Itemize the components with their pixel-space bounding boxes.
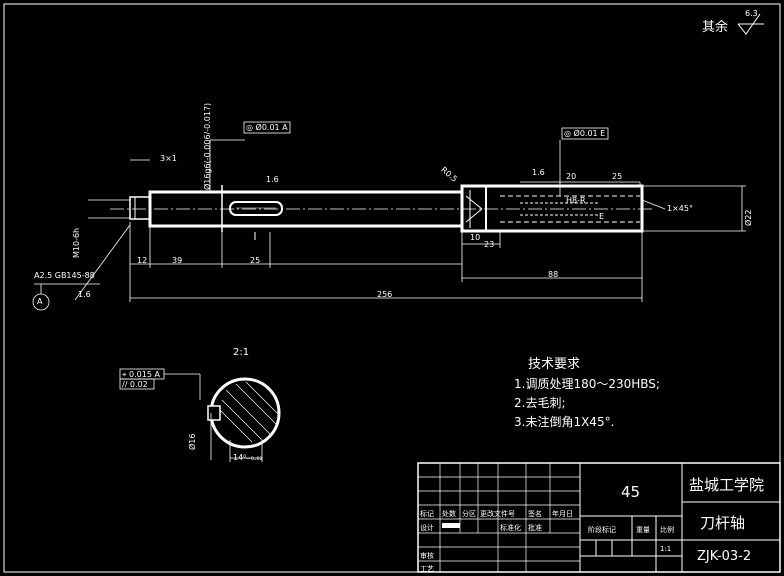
school-name: 盐城工学院 (689, 476, 765, 494)
roughness-a: 1.6 (266, 175, 279, 184)
header-change-doc: 更改文件号 (480, 510, 515, 518)
shaft-main-view (110, 184, 655, 240)
section-view (164, 373, 281, 462)
surface-finish-symbol (737, 13, 764, 35)
std-label: 标准化 (500, 524, 521, 532)
section-side-dim: Ø16 (188, 433, 197, 450)
chamfer-big: 1×45° (667, 204, 693, 213)
dim-12: 12 (137, 256, 148, 265)
weight-label: 重量 (636, 526, 650, 534)
dim-20: 20 (566, 172, 577, 181)
fit-label: H8-R (566, 196, 586, 205)
dim-88: 88 (548, 270, 559, 279)
header-sign: 签名 (528, 510, 542, 518)
tech-title: 技术要求 (528, 357, 581, 372)
finish-value: 6.3 (745, 9, 758, 18)
design-fill-mark (442, 523, 460, 528)
section-tol-2: // 0.02 (122, 380, 148, 389)
roughness-c: 1.6 (78, 290, 91, 299)
title-block-lines (417, 462, 781, 573)
tolerance-frames (119, 121, 609, 390)
thread-label: M10-6h (72, 227, 81, 258)
datum-letter: A (37, 297, 43, 306)
chamfer-small: 3×1 (160, 154, 177, 163)
label-e: E (599, 212, 605, 221)
header-mark: 标记 (420, 510, 434, 518)
dim-23: 23 (484, 240, 495, 249)
scale-value: 1:1 (660, 545, 672, 553)
finish-label: 其余 (702, 20, 729, 35)
dim-39: 39 (172, 256, 183, 265)
datum-ref: A2.5 GB145-88 (34, 271, 95, 280)
header-date: 年月日 (552, 510, 573, 518)
approve-label: 批准 (528, 524, 542, 532)
drawing-number: ZJK-03-2 (697, 549, 752, 564)
dim-25-left: 25 (250, 256, 261, 265)
header-count: 处数 (442, 510, 456, 518)
tolerance-right: ◎ Ø0.01 E (564, 129, 606, 138)
tolerance-left: ◎ Ø0.01 A (246, 123, 288, 132)
ratio-label: 比例 (660, 526, 674, 534)
section-scale: 2:1 (233, 347, 250, 358)
design-label: 设计 (420, 524, 434, 532)
tech-item-1: 1.调质处理180～230HBS; (514, 377, 660, 391)
section-tol-1: ⌖ 0.015 A (122, 370, 160, 379)
dimension-lines (32, 139, 746, 311)
dia-right: Ø22 (744, 209, 753, 226)
dim-256: 256 (377, 290, 393, 299)
check-label: 审核 (420, 552, 434, 560)
process-label: 工艺 (420, 565, 434, 573)
tech-item-3: 3.未注倒角1X45°. (514, 415, 615, 429)
header-zone: 分区 (462, 510, 476, 518)
section-width-dim: 14⁰₋₀.₀₂ (233, 453, 263, 462)
material: 45 (621, 483, 641, 501)
stage-label: 阶段标记 (588, 526, 616, 534)
dim-25-right: 25 (612, 172, 623, 181)
part-name: 刀杆轴 (700, 514, 746, 532)
roughness-b: 1.6 (532, 168, 545, 177)
dim-10: 10 (470, 233, 481, 242)
dia-upper: Ø16g6(-0.006/-0.017) (203, 102, 212, 190)
tech-item-2: 2.去毛刺; (514, 396, 566, 410)
